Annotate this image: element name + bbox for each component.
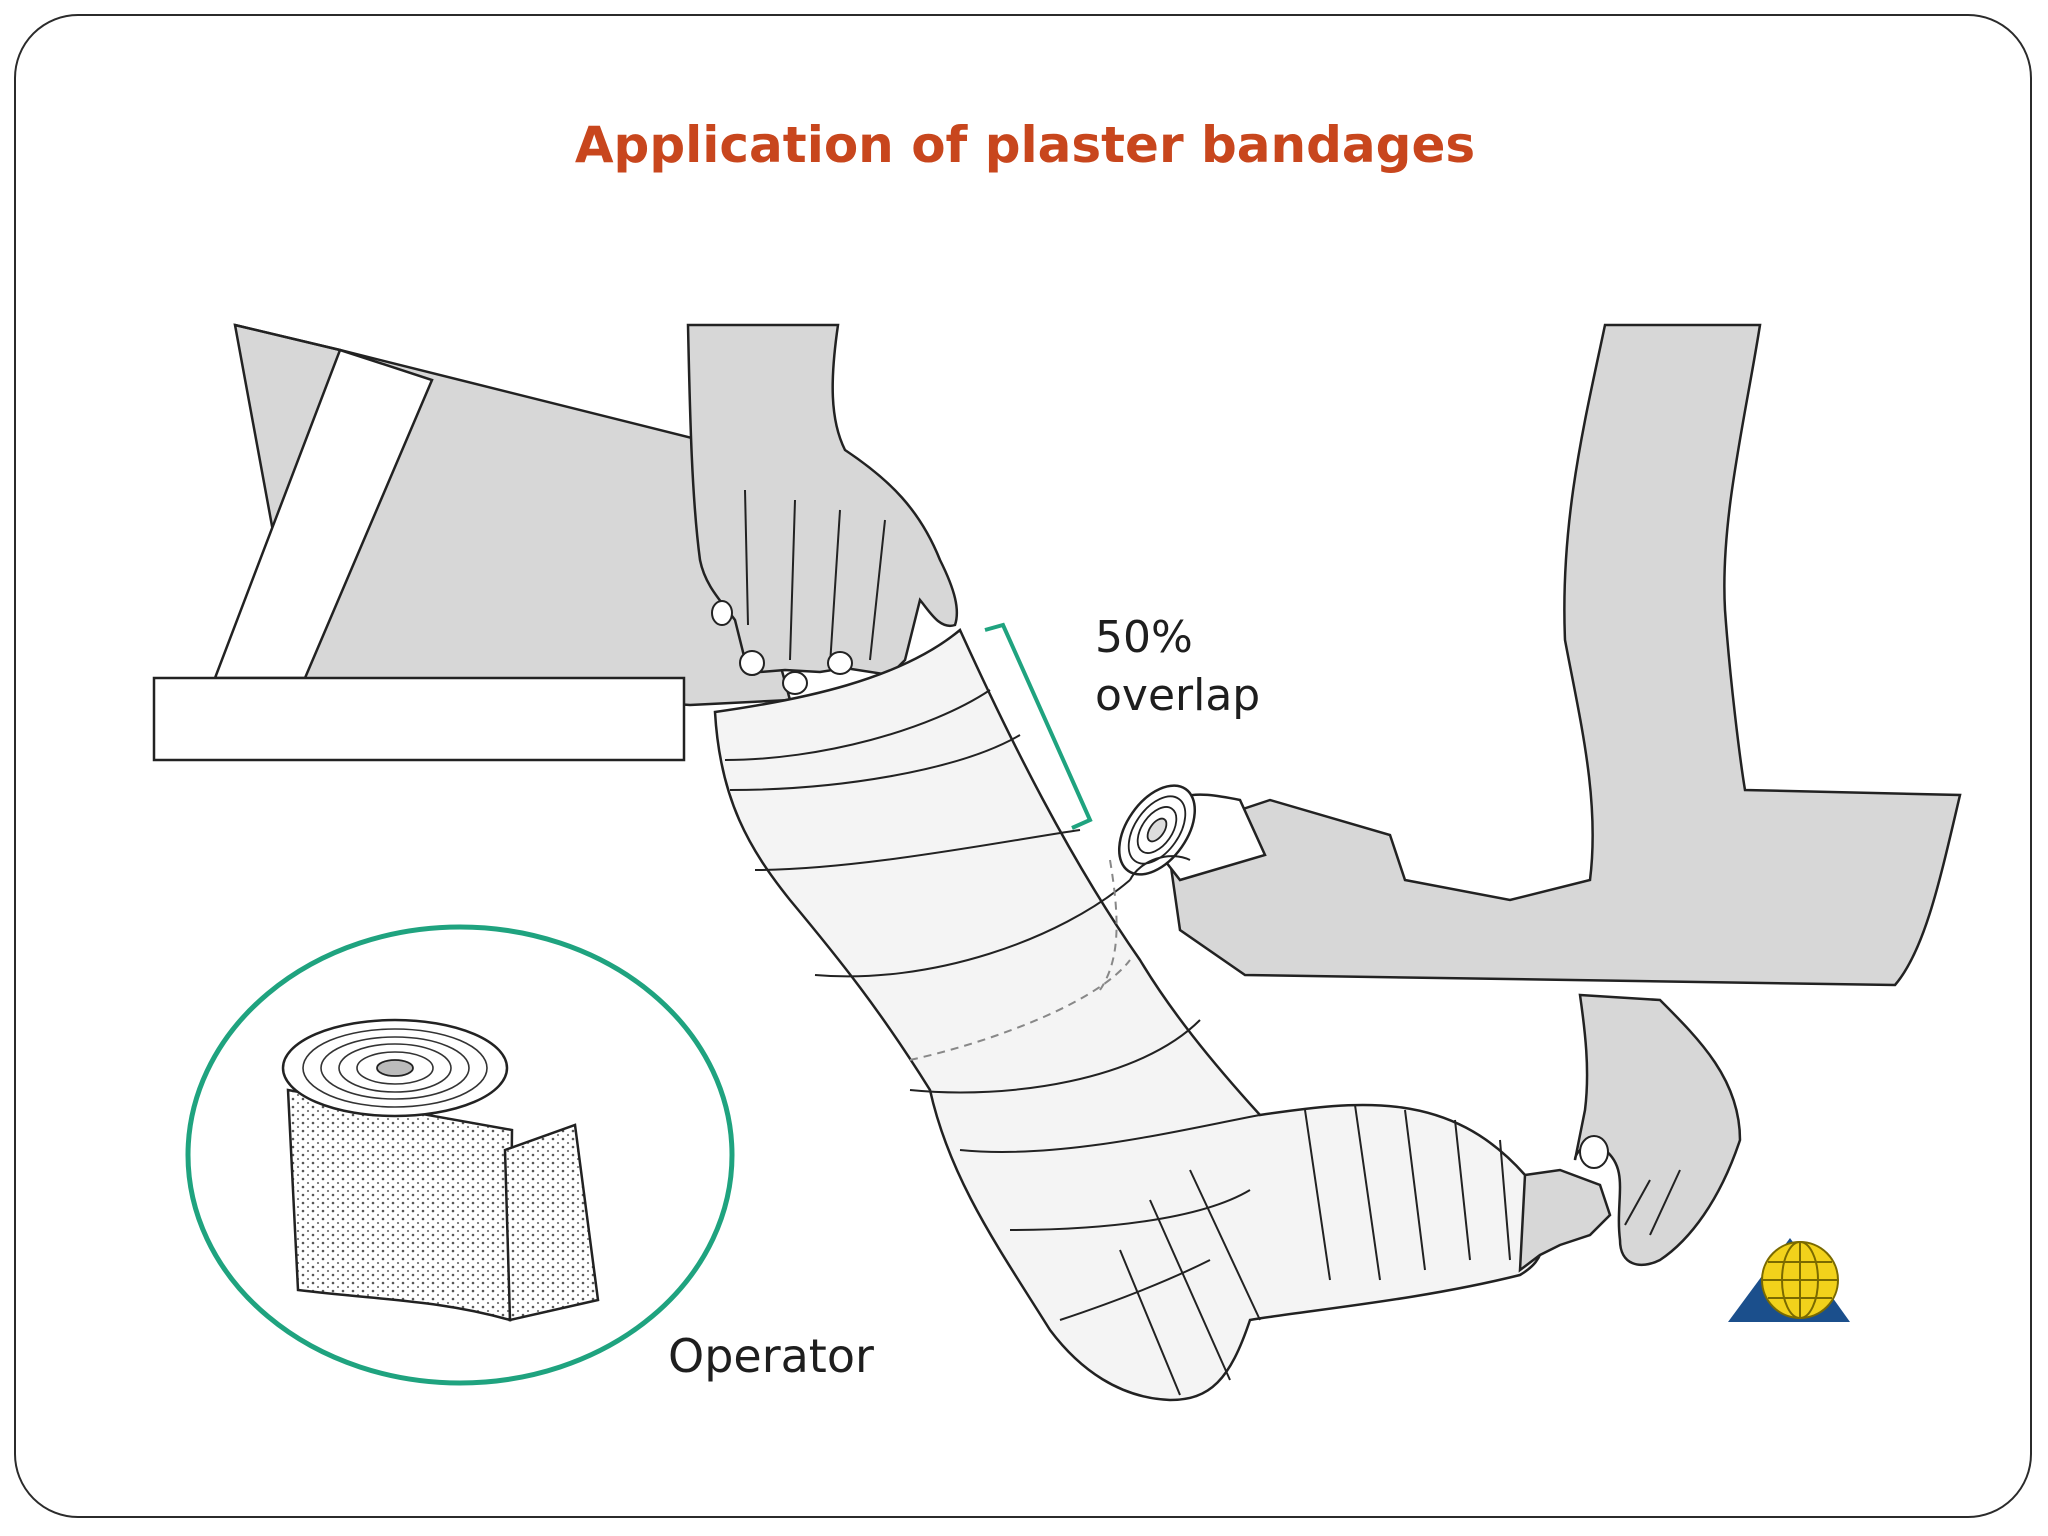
operator-left-arm bbox=[686, 323, 959, 695]
table-edge bbox=[152, 676, 686, 762]
overlap-word-label: overlap bbox=[1095, 670, 1260, 721]
patient-toes bbox=[1518, 1168, 1612, 1273]
overlap-bracket bbox=[984, 622, 1093, 830]
overlap-percent-label: 50% bbox=[1095, 612, 1193, 663]
operator-label: Operator bbox=[668, 1329, 874, 1383]
bandage-roll-in-hand bbox=[1117, 784, 1267, 882]
bandaged-leg bbox=[713, 627, 1545, 1402]
plaster-roll-inset bbox=[281, 1018, 600, 1322]
operator-right-arm bbox=[1168, 323, 1962, 987]
slide-title: Application of plaster bandages bbox=[574, 116, 1476, 174]
globe-triangle-logo-icon bbox=[1728, 1238, 1850, 1322]
operator-lower-hand bbox=[1573, 993, 1742, 1267]
